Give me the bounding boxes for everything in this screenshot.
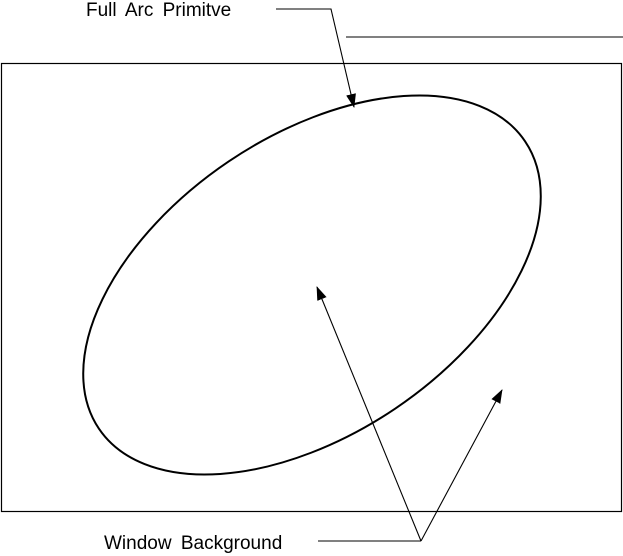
window-background-arrow-inner: [316, 286, 422, 542]
window-background-label: Window Background: [104, 533, 282, 554]
window-background-arrow-outer: [420, 389, 503, 542]
full-arc-ellipse: [82, 94, 542, 476]
window-frame: [0, 62, 623, 513]
full-arc-primitive-label: Full Arc Primitve: [86, 0, 231, 21]
full-arc-leader-line: [276, 8, 356, 108]
